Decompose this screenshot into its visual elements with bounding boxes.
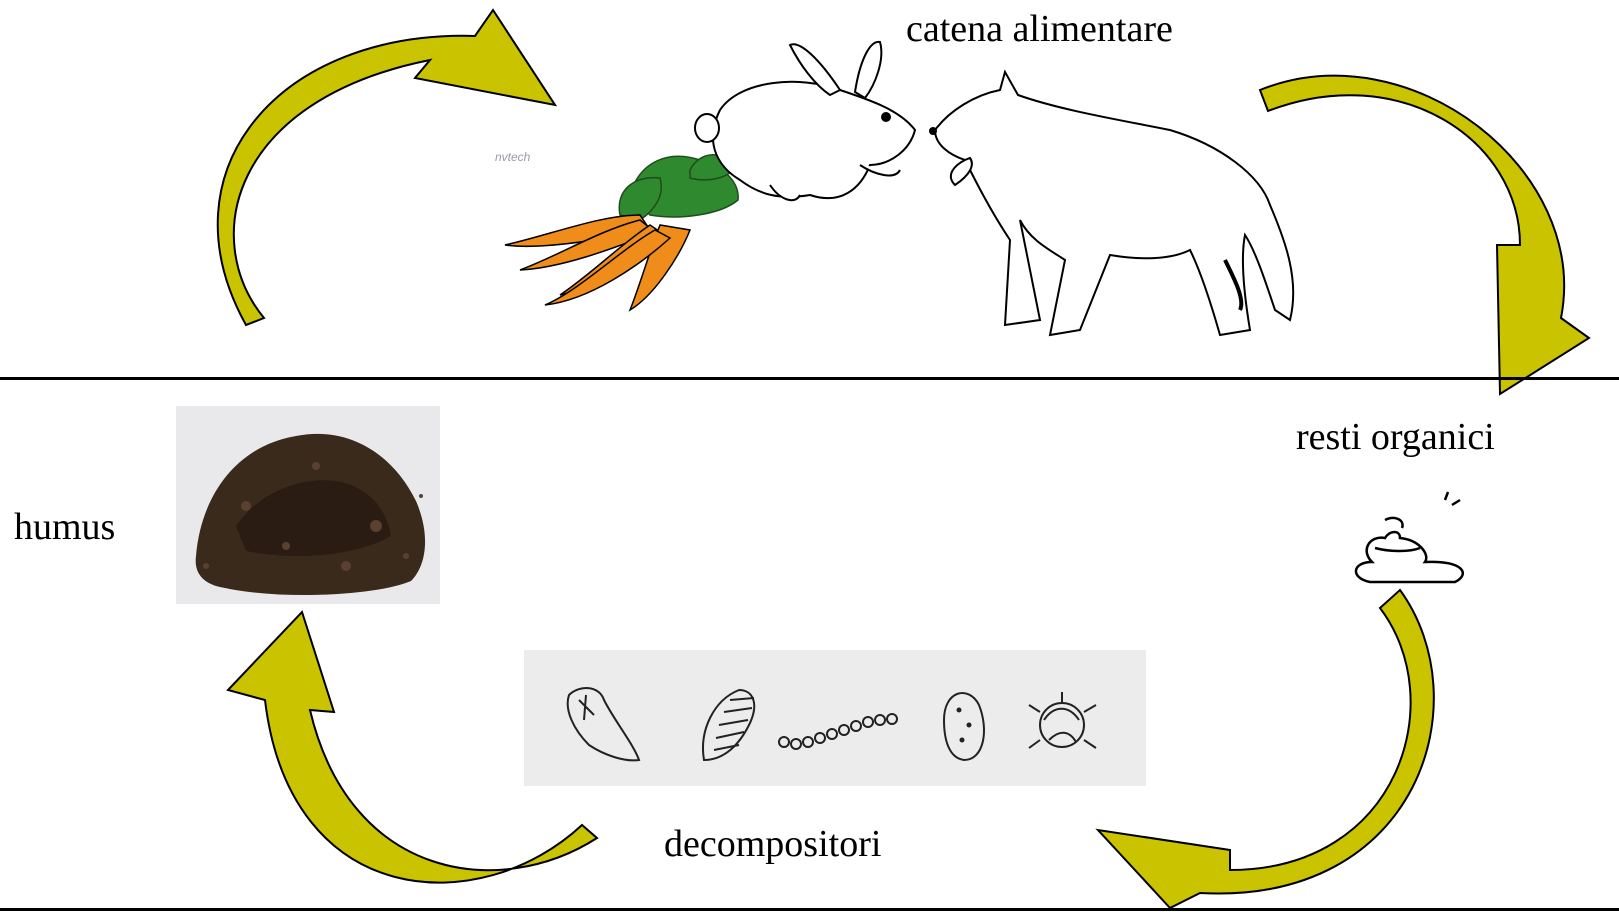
soil-photo	[176, 406, 440, 604]
decomposer-organisms-illustration	[524, 650, 1146, 786]
